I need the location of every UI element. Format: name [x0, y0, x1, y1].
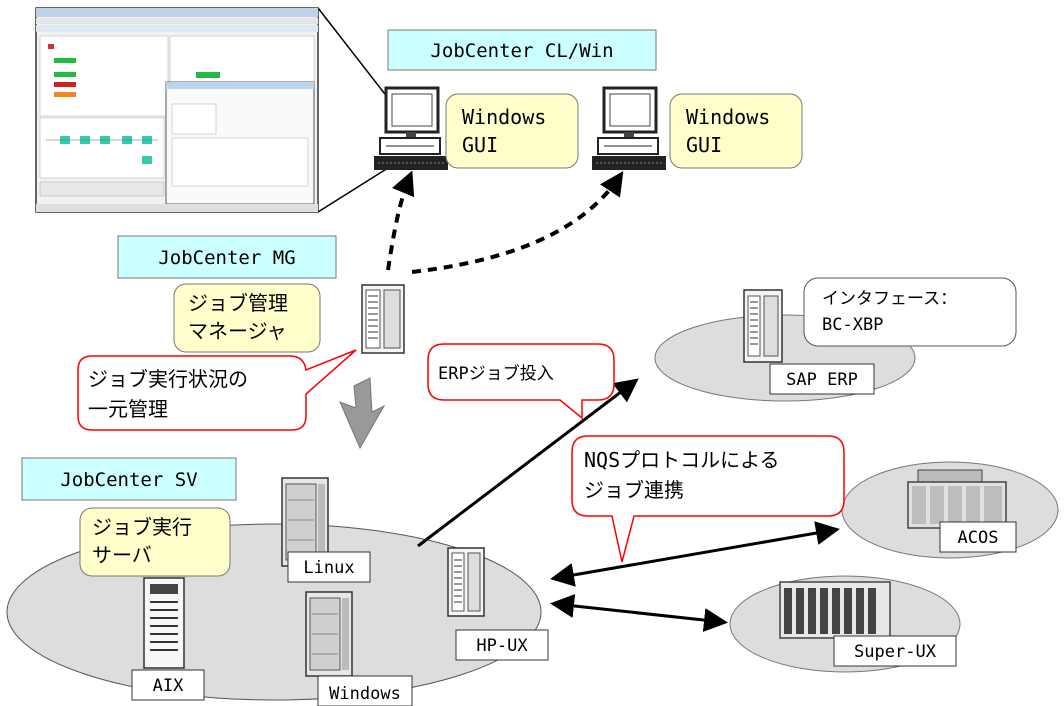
server-role-line2: サーバ [92, 543, 152, 567]
manager-server-icon [361, 284, 405, 354]
nqs-acos-arrow [550, 521, 840, 587]
linux-server-icon [281, 477, 329, 567]
superux-supercomputer-icon [779, 581, 891, 639]
gui-left-line1: Windows [462, 105, 546, 129]
manager-callout-line1: ジョブ実行状況の [88, 367, 248, 391]
manager-header-text: JobCenter MG [158, 247, 295, 269]
sap-erp-label-box [769, 363, 875, 395]
nqs-callout-line1: NQSプロトコルによる [584, 448, 780, 472]
sap-erp-label: SAP ERP [786, 370, 858, 390]
gui-left-box [445, 93, 579, 169]
nqs-callout-line2: ジョブ連携 [584, 478, 684, 502]
pc-monitor-left-icon [374, 86, 448, 170]
erp-job-submit-arrow [417, 378, 639, 548]
manager-role-box [173, 283, 321, 353]
client-header-box [387, 29, 657, 71]
aix-label: AIX [153, 676, 184, 696]
server-role-box [79, 507, 231, 577]
windows-server-icon [305, 591, 353, 677]
aix-server-icon [143, 577, 185, 669]
server-header-box [21, 457, 237, 501]
nqs-callout [571, 435, 845, 563]
erp-callout-text: ERPジョブ投入 [438, 363, 554, 384]
nqs-superux-arrow [550, 594, 728, 632]
hpux-label: HP-UX [476, 636, 528, 656]
acos-label: ACOS [958, 528, 999, 548]
erp-interface-line1: インタフェース： [822, 289, 957, 309]
pc-monitor-right-icon [592, 86, 666, 170]
manager-to-client-left-arrow [386, 170, 415, 271]
manager-callout-line2: 一元管理 [88, 397, 168, 421]
server-role-line1: ジョブ実行 [92, 515, 192, 539]
acos-mainframe-icon [907, 469, 1007, 529]
manager-to-server-arrow [339, 377, 386, 450]
erp-interface-line2: BC-XBP [822, 315, 883, 335]
erp-server-icon [743, 289, 783, 363]
manager-header-box [117, 235, 337, 279]
gui-screenshot-thumbnail [35, 7, 389, 213]
erp-callout [427, 343, 615, 420]
server-header-text: JobCenter SV [60, 469, 197, 491]
windows-label: Windows [329, 684, 401, 704]
manager-role-line1: ジョブ管理 [188, 291, 288, 315]
hpux-label-box [455, 629, 549, 661]
manager-role-line2: マネージャ [188, 319, 287, 343]
acos-label-box [939, 521, 1017, 553]
linux-label-box [287, 551, 371, 583]
superux-label-box [833, 635, 957, 667]
erp-interface-box [803, 277, 1017, 347]
hpux-server-icon [447, 547, 485, 617]
windows-label-box [317, 675, 413, 706]
gui-right-line2: GUI [686, 133, 722, 157]
manager-callout [77, 349, 357, 431]
aix-label-box [131, 669, 205, 701]
gui-right-line1: Windows [686, 105, 770, 129]
linux-label: Linux [303, 558, 354, 578]
gui-right-box [669, 93, 803, 169]
gui-left-line2: GUI [462, 133, 498, 157]
client-header-text: JobCenter CL/Win [430, 40, 613, 62]
superux-label: Super-UX [854, 642, 937, 662]
manager-to-client-right-arrow [411, 171, 624, 274]
